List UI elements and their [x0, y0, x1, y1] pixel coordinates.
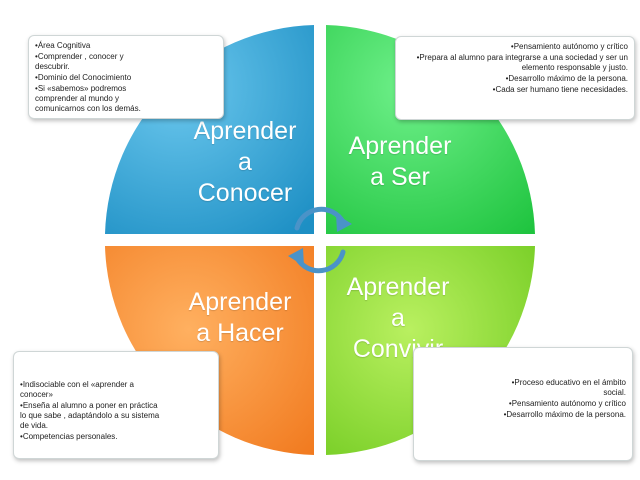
note-convivir: Proceso educativo en el ámbito social. P…: [413, 347, 633, 461]
note-conocer: Área Cognitiva Comprender , conocer y de…: [28, 35, 224, 119]
note-ser-item: Cada ser humano tiene necesidades.: [402, 85, 628, 95]
quadrant-ser: [326, 25, 535, 234]
note-hacer-item: Enseña al alumno a poner en práctica lo …: [20, 401, 160, 431]
note-conocer-item: Comprender , conocer y descubrir.: [35, 52, 155, 72]
note-ser-item: Pensamiento autónomo y crítico: [402, 42, 628, 52]
note-convivir-item: Desarrollo máximo de la persona.: [496, 410, 626, 420]
note-conocer-item: Área Cognitiva: [35, 41, 217, 51]
quadrant-hacer: [105, 246, 314, 455]
note-ser: Pensamiento autónomo y crítico Prepara a…: [395, 36, 635, 120]
note-hacer-item: Indisociable con el «aprender a conocer»: [20, 380, 160, 400]
note-conocer-item: Si «sabemos» podremos comprender al mund…: [35, 84, 165, 114]
note-convivir-item: Proceso educativo en el ámbito social.: [496, 378, 626, 398]
note-ser-item: Desarrollo máximo de la persona.: [402, 74, 628, 84]
label-aprender-a-hacer: Aprender a Hacer: [188, 288, 292, 347]
note-conocer-item: Dominio del Conocimiento: [35, 73, 217, 83]
note-convivir-item: Pensamiento autónomo y crítico: [496, 399, 626, 409]
note-hacer-item: Competencias personales.: [20, 432, 212, 442]
note-ser-item: Prepara al alumno para integrarse a una …: [402, 53, 628, 73]
cycle-arrows-icon: [288, 206, 352, 274]
label-aprender-a-conocer: Aprender a Conocer: [193, 117, 297, 207]
quadrant-conocer: [105, 25, 314, 234]
label-aprender-a-ser: Aprender a Ser: [348, 132, 452, 191]
note-hacer: Indisociable con el «aprender a conocer»…: [13, 351, 219, 459]
